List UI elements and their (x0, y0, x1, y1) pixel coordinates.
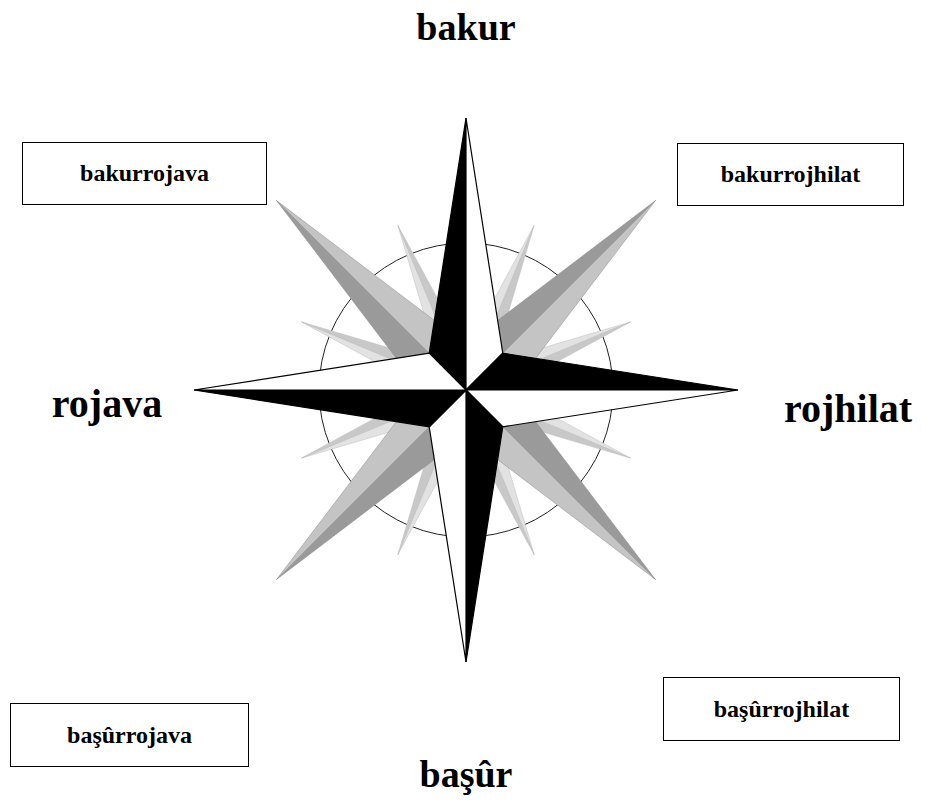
compass-point (429, 390, 466, 662)
compass-point (466, 353, 738, 390)
compass-point (194, 390, 466, 427)
direction-label: rojhilat (784, 387, 912, 431)
box-label: başûrrojhilat (714, 696, 850, 723)
direction-box: başûrrojhilat (663, 677, 900, 741)
direction-box: başûrrojava (10, 703, 249, 767)
compass-point (429, 118, 466, 390)
compass-point (466, 390, 503, 662)
direction-label: bakur (416, 7, 515, 49)
direction-box: bakurrojhilat (677, 143, 904, 206)
box-label: bakurrojhilat (721, 161, 861, 188)
compass-point (466, 118, 503, 390)
direction-label: başûr (420, 754, 513, 796)
box-label: bakurrojava (80, 160, 209, 187)
box-label: başûrrojava (67, 722, 192, 749)
compass-point (194, 353, 466, 390)
direction-box: bakurrojava (22, 142, 267, 205)
compass-point (466, 390, 738, 427)
direction-label: rojava (52, 382, 162, 426)
